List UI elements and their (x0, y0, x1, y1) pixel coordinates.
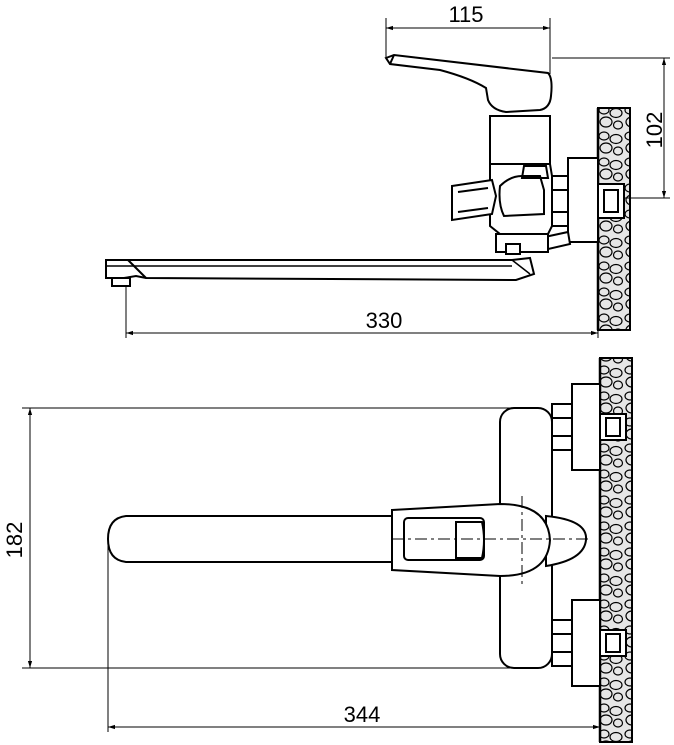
spout-top (106, 515, 401, 563)
cartridge-cap (489, 115, 551, 165)
dim-handle-reach: 115 (448, 2, 483, 27)
aerator (111, 277, 131, 287)
spout-side (105, 256, 536, 282)
dim-overall-height: 182 (2, 522, 27, 559)
dim-spout-length-side: 330 (366, 308, 403, 333)
side-view (105, 53, 631, 331)
escutcheon-side (567, 157, 599, 243)
escutcheon-top-lower (571, 599, 601, 687)
escutcheon-top-upper (571, 383, 601, 471)
dim-spout-length-top: 344 (344, 702, 381, 727)
dim-handle-height: 102 (642, 112, 667, 149)
diverter-knob (451, 178, 498, 222)
side-dimension-lines (125, 18, 670, 338)
lever-handle (384, 53, 553, 114)
nut-lower (551, 619, 573, 667)
nut-upper (551, 403, 573, 451)
top-view (106, 357, 633, 743)
top-dimension-lines (22, 407, 601, 732)
